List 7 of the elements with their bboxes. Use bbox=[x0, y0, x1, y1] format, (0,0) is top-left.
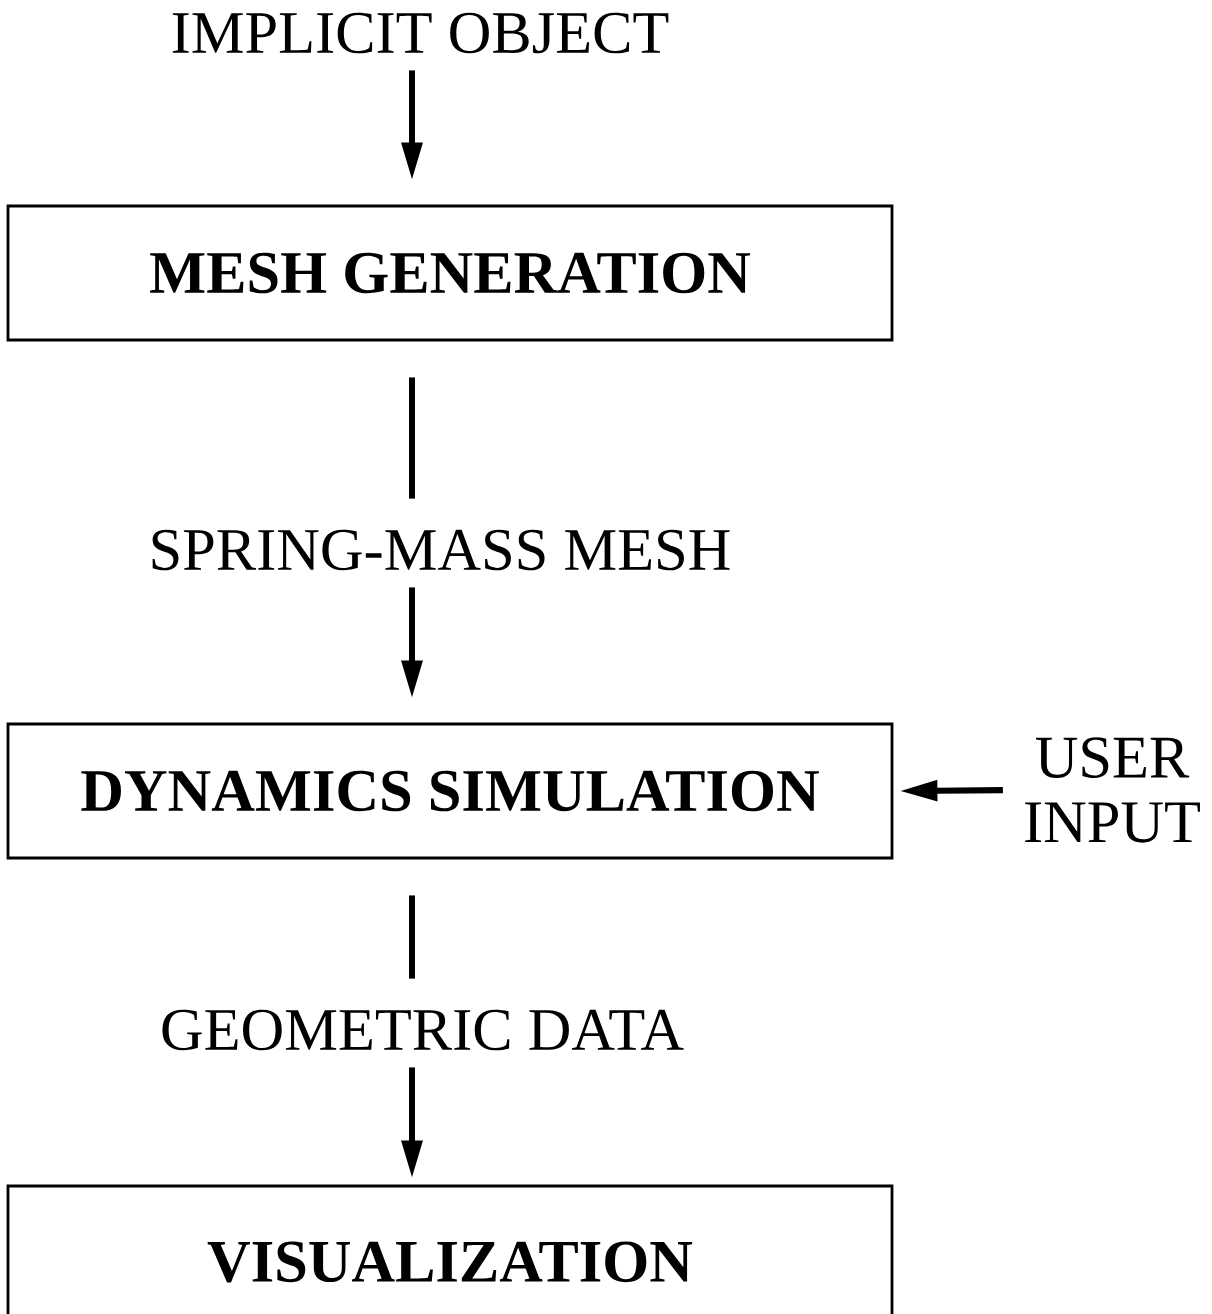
input-label: USER INPUT bbox=[1025, 737, 1200, 843]
process-box: VISUALIZATION bbox=[6, 1184, 894, 1314]
data-label: IMPLICIT OBJECT bbox=[172, 12, 669, 54]
process-box: DYNAMICS SIMULATION bbox=[6, 722, 894, 860]
process-box: MESH GENERATION bbox=[6, 204, 894, 342]
data-label: SPRING-MASS MESH bbox=[152, 529, 730, 571]
data-label: GEOMETRIC DATA bbox=[162, 1009, 684, 1051]
